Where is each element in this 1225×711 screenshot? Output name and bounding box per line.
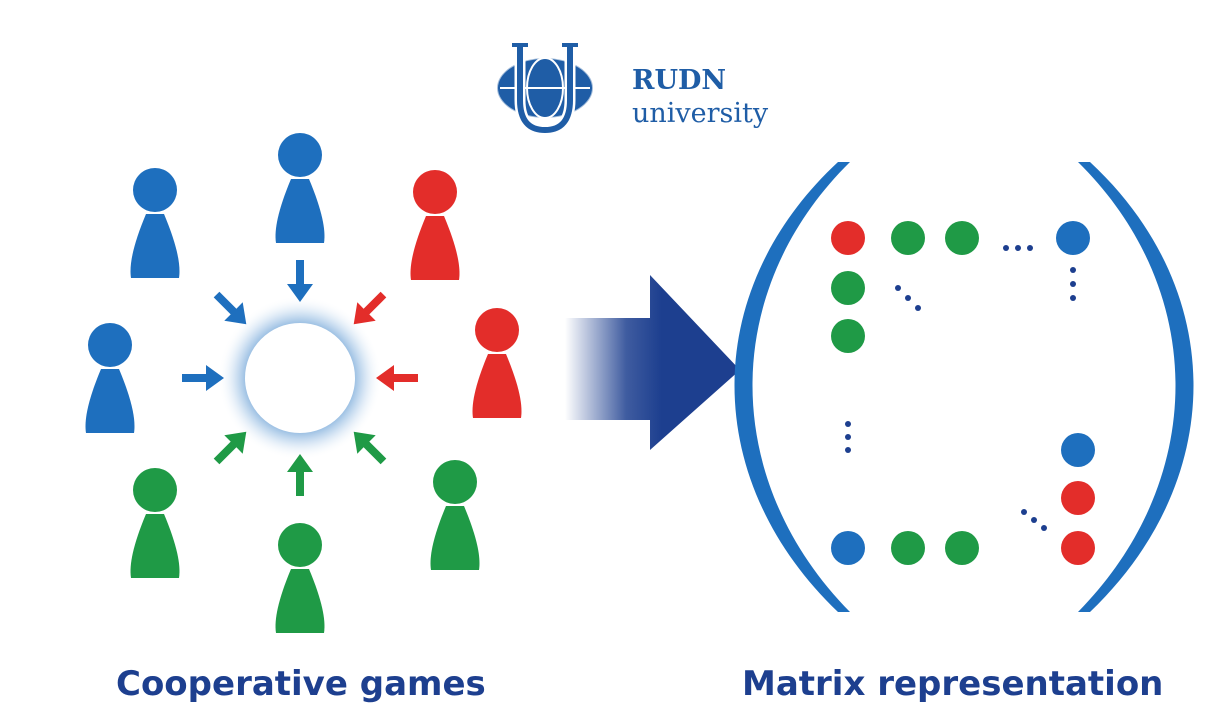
matrix-ellipsis	[845, 245, 1076, 531]
player-green-icon	[430, 460, 480, 570]
rudn-emblem-icon	[496, 43, 594, 136]
column-ellipsis-dot	[1070, 267, 1076, 273]
matrix-lastcol-element	[1061, 433, 1095, 467]
logo-name: RUDN	[632, 65, 726, 96]
arrow-blue-icon	[213, 291, 247, 325]
left-parenthesis	[734, 162, 850, 612]
arrow-green-icon	[213, 431, 247, 465]
coalition-center	[245, 323, 355, 433]
matrix-lastcol-element	[1061, 481, 1095, 515]
players-group	[85, 133, 522, 633]
arrow-red-icon	[353, 291, 387, 325]
column-ellipsis-dot	[845, 421, 851, 427]
matrix-representation	[734, 162, 1194, 612]
diagonal-ellipsis-dot	[895, 285, 901, 291]
player-blue-icon	[275, 133, 325, 243]
column-ellipsis-dot	[845, 434, 851, 440]
caption-cooperative-games: Cooperative games	[116, 664, 486, 704]
cooperative-games-cluster	[85, 133, 522, 633]
diagonal-ellipsis-dot	[905, 295, 911, 301]
player-blue-icon	[85, 323, 135, 433]
rudn-logo: RUDN university	[496, 43, 769, 136]
column-ellipsis-dot	[845, 447, 851, 453]
matrix-row1-element	[945, 221, 979, 255]
column-ellipsis-dot	[1070, 281, 1076, 287]
matrix-lastrow-element	[945, 531, 979, 565]
diagonal-ellipsis-dot	[1021, 509, 1027, 515]
logo-subtitle: university	[632, 98, 769, 129]
diagonal-ellipsis-dot	[915, 305, 921, 311]
transition-arrow-icon	[565, 275, 740, 450]
player-red-icon	[472, 308, 522, 418]
matrix-lastcol-element	[1061, 531, 1095, 565]
column-ellipsis-dot	[1070, 295, 1076, 301]
player-green-icon	[275, 523, 325, 633]
player-green-icon	[130, 468, 180, 578]
right-parenthesis	[1078, 162, 1194, 612]
matrix-lastrow-element	[831, 531, 865, 565]
arrow-green-icon	[353, 431, 387, 465]
player-blue-icon	[130, 168, 180, 278]
diagonal-ellipsis-dot	[1031, 517, 1037, 523]
diagonal-ellipsis-dot	[1041, 525, 1047, 531]
matrix-lastrow-element	[891, 531, 925, 565]
matrix-col1-element	[831, 271, 865, 305]
matrix-row1-element	[1056, 221, 1090, 255]
arrow-red-icon	[376, 365, 418, 391]
caption-matrix-representation: Matrix representation	[742, 664, 1163, 704]
matrix-row1-element	[831, 221, 865, 255]
arrow-green-icon	[287, 454, 313, 496]
matrix-elements	[831, 221, 1095, 565]
arrows-group	[182, 260, 418, 496]
row-ellipsis-dot	[1027, 245, 1033, 251]
row-ellipsis-dot	[1003, 245, 1009, 251]
player-red-icon	[410, 170, 460, 280]
matrix-row1-element	[891, 221, 925, 255]
arrow-blue-icon	[287, 260, 313, 302]
matrix-col1-element	[831, 319, 865, 353]
row-ellipsis-dot	[1015, 245, 1021, 251]
arrow-blue-icon	[182, 365, 224, 391]
